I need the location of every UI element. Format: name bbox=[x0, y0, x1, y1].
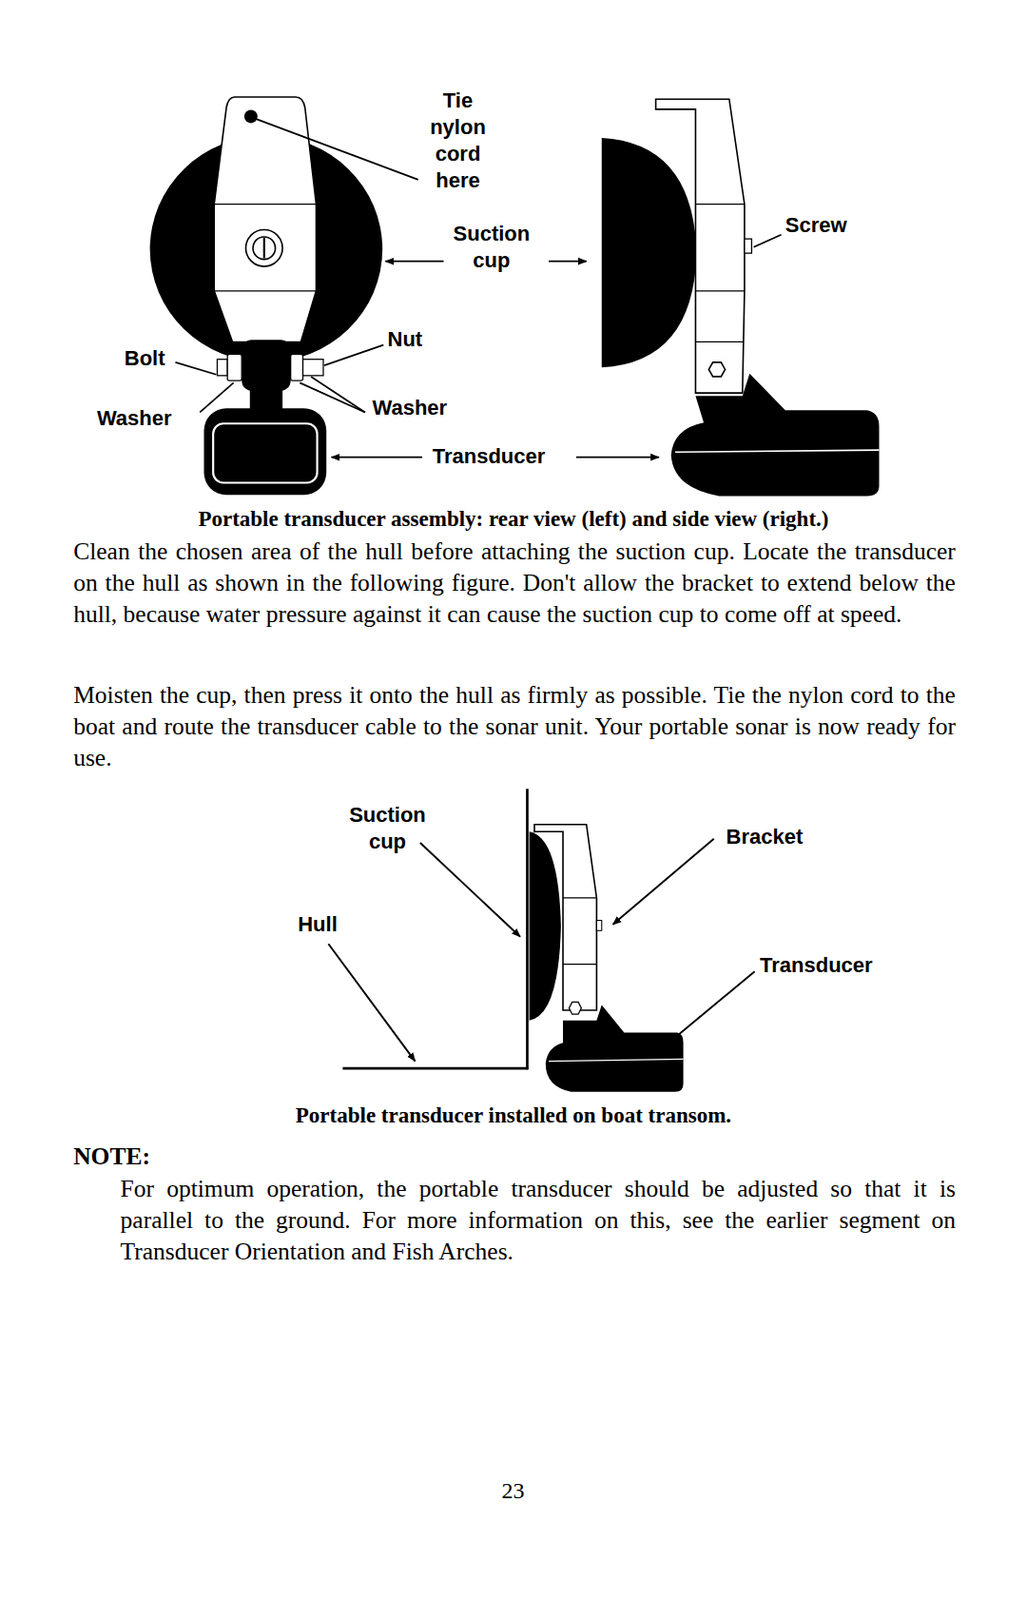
callout-label: Nut bbox=[387, 326, 424, 353]
page-number: 23 bbox=[462, 1476, 564, 1504]
suction-cup bbox=[601, 137, 698, 368]
bracket bbox=[213, 96, 316, 342]
nut bbox=[303, 359, 324, 376]
washer bbox=[227, 353, 242, 381]
callout-label: Tie nylon cord here bbox=[417, 87, 500, 194]
side-view bbox=[601, 98, 880, 496]
callout-label: Transducer bbox=[759, 951, 873, 979]
bracket bbox=[656, 98, 745, 393]
stem bbox=[250, 387, 283, 411]
note-text: For optimum operation, the portable tran… bbox=[120, 1172, 956, 1267]
body-paragraph: Clean the chosen area of the hull before… bbox=[73, 535, 956, 630]
callout-label: Suction cup bbox=[336, 801, 439, 855]
callout-label: Hull bbox=[297, 910, 338, 938]
callout-label: Suction cup bbox=[440, 220, 543, 274]
callout-label: Screw bbox=[785, 212, 848, 239]
cord-hole bbox=[244, 109, 258, 123]
screw-knob bbox=[245, 229, 283, 267]
hull bbox=[525, 788, 529, 1069]
body-paragraph: Moisten the cup, then press it onto the … bbox=[73, 678, 956, 774]
callout-label: Transducer bbox=[432, 443, 546, 470]
mount-clamp bbox=[241, 339, 291, 391]
callout-label: Washer bbox=[96, 405, 173, 432]
suction-cup bbox=[529, 831, 562, 1020]
note-heading: NOTE: bbox=[73, 1140, 151, 1172]
callout-label: Washer bbox=[372, 394, 448, 422]
bracket bbox=[534, 824, 597, 1010]
transducer bbox=[203, 407, 327, 495]
callout-label: Bolt bbox=[124, 345, 166, 372]
callout-label: Bracket bbox=[726, 823, 804, 851]
figure-caption: Portable transducer assembly: rear view … bbox=[60, 505, 966, 533]
bolt bbox=[216, 359, 228, 376]
transducer bbox=[671, 373, 880, 497]
washer bbox=[290, 353, 304, 381]
rear-view bbox=[150, 96, 384, 495]
figure-caption: Portable transducer installed on boat tr… bbox=[60, 1102, 966, 1129]
screw bbox=[744, 238, 753, 253]
